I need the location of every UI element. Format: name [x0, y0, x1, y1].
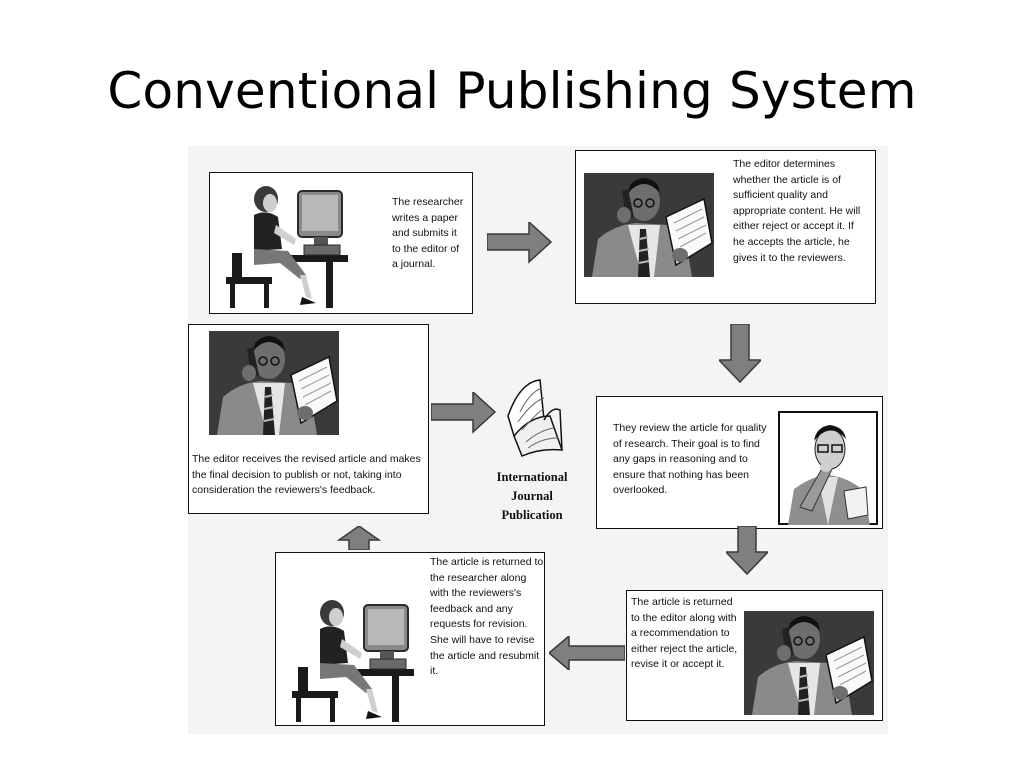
step-box-peer-review: They review the article for quality of r…	[596, 396, 883, 529]
step-text-revise: The article is returned to the researche…	[430, 556, 544, 678]
slide-title: Conventional Publishing System	[107, 62, 917, 120]
arrow-down-icon	[719, 324, 761, 384]
step-text-write: The researcher writes a paper and submit…	[392, 196, 464, 271]
arrow-right-icon	[487, 222, 552, 263]
step-text-recommend: The article is returned to the editor al…	[631, 596, 738, 671]
arrow-down-icon	[726, 526, 768, 576]
arrow-right-icon	[431, 392, 496, 433]
step-text-final-decision: The editor receives the revised article …	[192, 453, 421, 497]
editor-on-phone-icon	[209, 331, 339, 435]
step-box-recommend: The article is returned to the editor al…	[626, 590, 883, 721]
reviewer-thinking-icon	[778, 411, 878, 525]
editor-on-phone-icon	[744, 611, 874, 715]
step-box-editor-review: The editor determines whether the articl…	[575, 150, 876, 304]
step-box-write: The researcher writes a paper and submit…	[209, 172, 473, 314]
editor-on-phone-icon	[584, 173, 714, 277]
step-box-revise: The article is returned to the researche…	[275, 552, 545, 726]
arrow-up-icon	[337, 526, 381, 550]
diagram-panel: The researcher writes a paper and submit…	[188, 146, 888, 734]
journal-pages-icon	[507, 379, 564, 458]
publication-label: International Journal Publication	[496, 470, 568, 522]
step-text-editor-review: The editor determines whether the articl…	[733, 158, 861, 264]
step-text-peer-review: They review the article for quality of r…	[613, 422, 767, 497]
researcher-at-computer-icon	[280, 593, 430, 723]
arrow-left-icon	[549, 636, 625, 670]
step-box-final-decision: The editor receives the revised article …	[188, 324, 429, 514]
researcher-at-computer-icon	[214, 179, 364, 309]
